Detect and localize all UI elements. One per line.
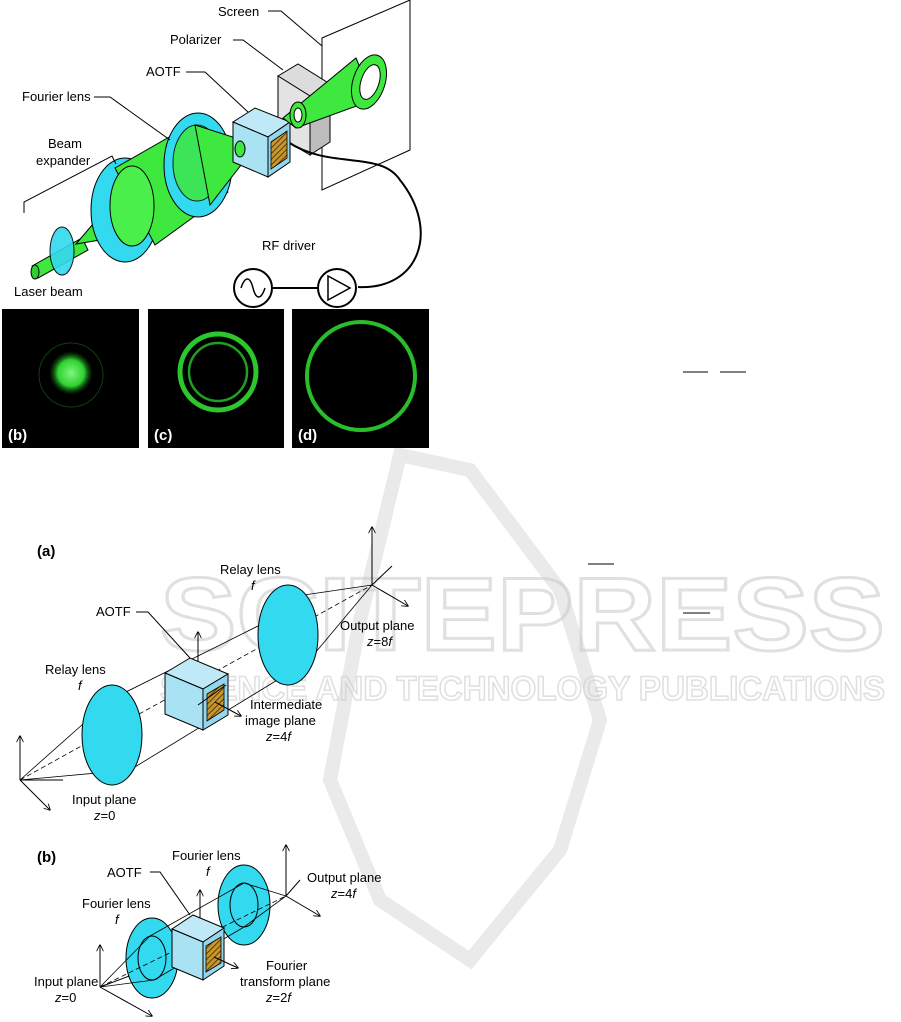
watermark-shield xyxy=(322,446,608,970)
output-plane-label: Output plane xyxy=(340,618,414,633)
fourier-aotf-transducer xyxy=(205,936,222,973)
relay-lens-right xyxy=(257,584,319,686)
expander-lens-small xyxy=(49,226,75,276)
intermediate-label-2: image plane xyxy=(245,713,316,728)
fourier-system-diagram: (b) AOTF Fourier lens xyxy=(34,845,381,1016)
fourier-output-plane-z: z=4f xyxy=(330,886,357,901)
fig2b-label: (b) xyxy=(37,849,56,866)
rf-cable xyxy=(287,141,422,289)
relay-lens-left-f: f xyxy=(78,678,83,693)
label-beam-expander-2: expander xyxy=(36,153,91,168)
amplifier-icon xyxy=(327,274,352,302)
relay-system-diagram: (a) Relay lens f AOTF R xyxy=(20,527,414,823)
sine-icon xyxy=(240,278,266,298)
fourier-lens-left-label: Fourier lens xyxy=(82,896,151,911)
fourier-input-plane-label: Input plane xyxy=(34,974,98,989)
relay-lens-left-label: Relay lens xyxy=(45,662,106,677)
input-plane-z: z=0 xyxy=(93,808,115,823)
fourier-lens-left-f: f xyxy=(115,912,120,927)
panel-b-label: (b) xyxy=(8,427,27,444)
panel-c-label: (c) xyxy=(154,427,172,444)
label-rf-driver: RF driver xyxy=(262,238,316,253)
panel-b-spot xyxy=(49,351,93,395)
relay-lens-left xyxy=(81,684,143,786)
panel-d-ring xyxy=(305,320,417,432)
ft-plane-label-1: Fourier xyxy=(266,958,308,973)
fourier-lens-top-label: Fourier lens xyxy=(172,848,241,863)
label-laser-beam: Laser beam xyxy=(14,284,83,299)
fourier-input-plane-z: z=0 xyxy=(54,990,76,1005)
ft-plane-z: z=2f xyxy=(265,990,292,1005)
relay-aotf-label: AOTF xyxy=(96,604,131,619)
setup-diagram: Screen Polarizer AOTF Fourier lens Beam … xyxy=(14,0,422,308)
label-beam-expander-1: Beam xyxy=(48,136,82,151)
panel-d xyxy=(292,309,429,448)
fourier-lens-right xyxy=(217,864,271,946)
label-polarizer: Polarizer xyxy=(170,32,222,47)
intermediate-z: z=4f xyxy=(265,729,292,744)
ft-plane-label-2: transform plane xyxy=(240,974,330,989)
beam-profile-panels: (b) (c) (d) xyxy=(2,309,429,448)
panel-d-label: (d) xyxy=(298,427,317,444)
relay-lens-top-label: Relay lens xyxy=(220,562,281,577)
fourier-lens-top-f: f xyxy=(206,864,211,879)
label-fourier-lens: Fourier lens xyxy=(22,89,91,104)
panel-c-outer-ring xyxy=(177,331,259,413)
output-plane-z: z=8f xyxy=(366,634,393,649)
label-screen: Screen xyxy=(218,4,259,19)
aotf-transducer xyxy=(270,130,288,170)
relay-lens-top-f: f xyxy=(251,578,256,593)
input-plane-label: Input plane xyxy=(72,792,136,807)
right-column-artifacts xyxy=(588,371,746,614)
label-aotf: AOTF xyxy=(146,64,181,79)
fig2a-label: (a) xyxy=(37,543,55,560)
intermediate-label-1: Intermediate xyxy=(250,697,322,712)
fourier-aotf-label: AOTF xyxy=(107,865,142,880)
fourier-output-plane-label: Output plane xyxy=(307,870,381,885)
fourier-lens-left xyxy=(125,917,179,999)
panel-c-inner-ring xyxy=(187,341,249,403)
